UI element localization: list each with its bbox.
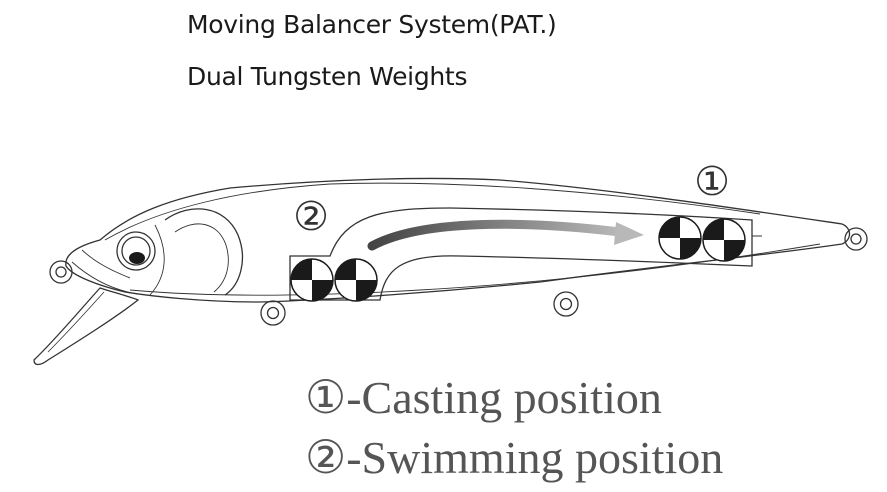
eye-pupil: [129, 252, 145, 264]
legend-casting-position: ①-Casting position: [305, 372, 662, 423]
lure-body-outline: [65, 177, 851, 303]
weight-channel: [289, 207, 753, 301]
weight-ball-swim-1: [290, 258, 334, 302]
eye-outer: [116, 231, 156, 271]
marker-swimming: ②: [293, 194, 329, 240]
feature-title-balancer: Moving Balancer System(PAT.): [187, 10, 557, 39]
front-hook-hanger: [260, 300, 286, 326]
feature-title-weights: Dual Tungsten Weights: [187, 62, 468, 91]
weight-ball-swim-2: [334, 258, 378, 302]
tail-hook-hanger: [844, 227, 868, 251]
movement-arrow: [367, 219, 644, 251]
diving-lip: [33, 287, 140, 366]
rear-hook-hanger: [553, 291, 579, 317]
weight-ball-cast-2: [702, 218, 746, 262]
weight-ball-cast-1: [658, 216, 702, 260]
line-tie: [49, 260, 73, 284]
legend-swimming-position: ②-Swimming position: [305, 432, 724, 483]
marker-casting: ①: [694, 159, 730, 205]
